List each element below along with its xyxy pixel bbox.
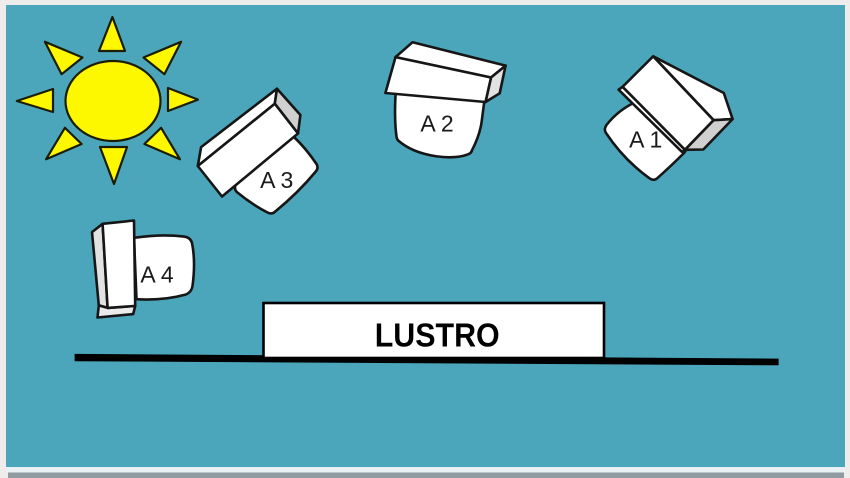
svg-text:A 2: A 2	[420, 111, 453, 137]
svg-text:A 1: A 1	[629, 127, 662, 153]
svg-text:LUSTRO: LUSTRO	[375, 318, 500, 355]
svg-text:A 3: A 3	[260, 167, 293, 193]
svg-text:A 4: A 4	[140, 262, 173, 288]
